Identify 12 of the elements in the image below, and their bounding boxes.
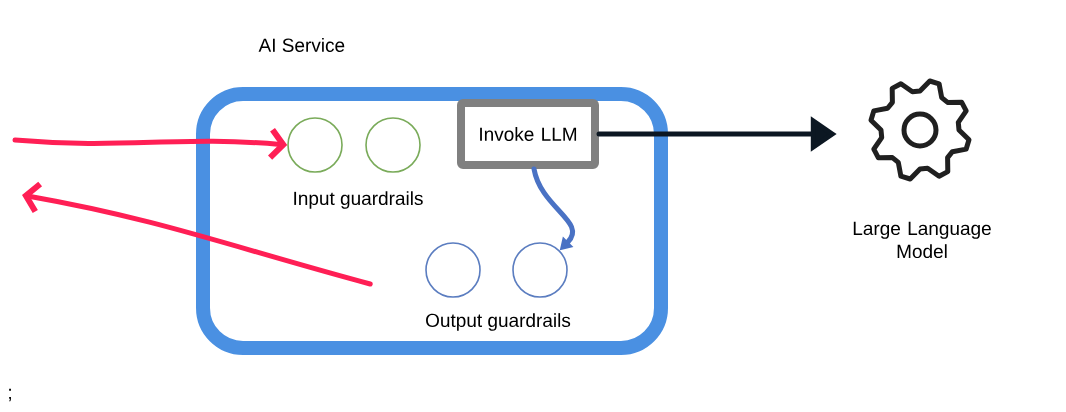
guardrail-label: Output guardrails bbox=[426, 313, 571, 331]
arrow bbox=[22, 181, 373, 287]
note-text: ; bbox=[9, 388, 11, 402]
guardrail-circle bbox=[365, 117, 421, 173]
guardrail-label: Input guardrails bbox=[294, 191, 423, 209]
guardrail-circle bbox=[512, 242, 568, 298]
node-label: AI Service bbox=[258, 38, 345, 52]
guardrail-circle bbox=[425, 242, 481, 298]
model-label: Large Language Model bbox=[853, 221, 991, 259]
guardrail-circle bbox=[287, 117, 343, 173]
process-box: Invoke LLM bbox=[457, 99, 599, 169]
arrow bbox=[12, 127, 288, 160]
